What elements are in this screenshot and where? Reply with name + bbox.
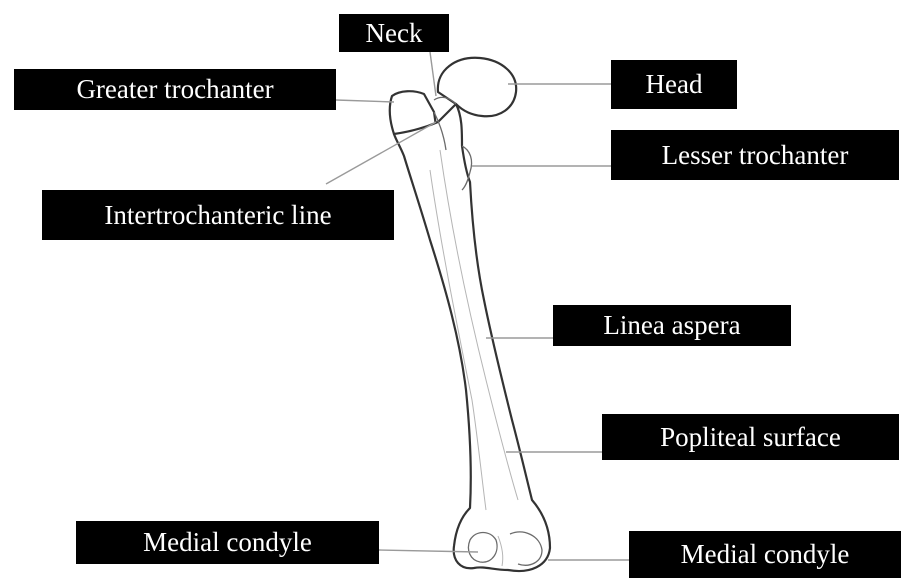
label-medial-condyle-left: Medial condyle (76, 521, 379, 564)
label-neck: Neck (339, 14, 449, 52)
femur-head-shape (438, 58, 516, 116)
leader-greater-trochanter (336, 100, 394, 102)
leader-neck (430, 52, 436, 96)
label-popliteal-surface: Popliteal surface (602, 414, 899, 460)
label-head: Head (611, 60, 737, 109)
label-greater-trochanter: Greater trochanter (14, 69, 336, 110)
label-medial-condyle-right: Medial condyle (629, 531, 901, 578)
label-intertrochanteric-line: Intertrochanteric line (42, 190, 394, 240)
label-linea-aspera: Linea aspera (553, 305, 791, 346)
label-lesser-trochanter: Lesser trochanter (611, 130, 899, 180)
